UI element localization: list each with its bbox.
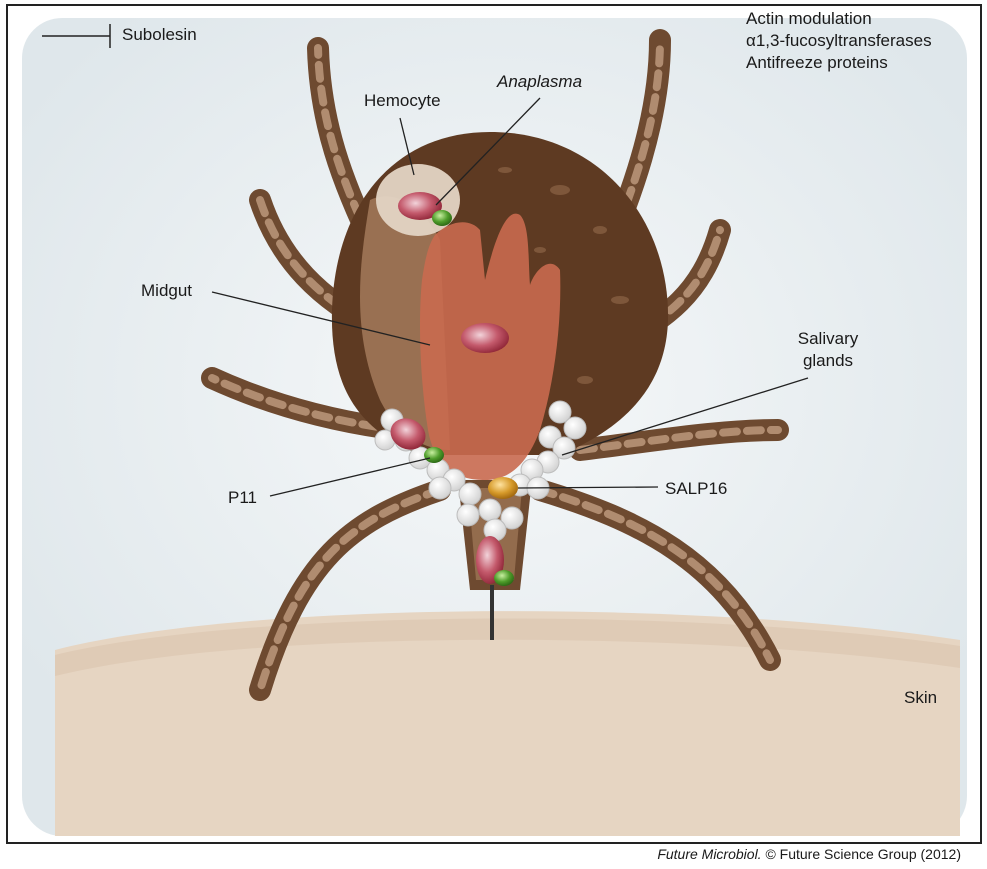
- credit-journal: Future Microbiol.: [657, 846, 761, 862]
- anaplasma-in-midgut: [461, 323, 509, 353]
- salp16-protein: [488, 477, 518, 499]
- p11-protein-hemocyte: [432, 210, 452, 226]
- figure-credit: Future Microbiol. © Future Science Group…: [657, 846, 961, 862]
- top-right-list: Actin modulation α1,3-fucosyltransferase…: [746, 8, 932, 74]
- p11-protein-mouthparts: [494, 570, 514, 586]
- credit-copyright: © Future Science Group (2012): [762, 846, 961, 862]
- salp16-label: SALP16: [665, 478, 727, 500]
- skin-label: Skin: [904, 687, 937, 709]
- legend-subolesin-label: Subolesin: [122, 24, 197, 46]
- list-item: Antifreeze proteins: [746, 52, 932, 74]
- list-item: Actin modulation: [746, 8, 932, 30]
- p11-protein-gland: [424, 447, 444, 463]
- list-item: α1,3-fucosyltransferases: [746, 30, 932, 52]
- salivary-glands-line2: glands: [780, 350, 876, 372]
- salivary-glands-line1: Salivary: [780, 328, 876, 350]
- midgut-label: Midgut: [141, 280, 192, 302]
- hemocyte-label: Hemocyte: [364, 90, 441, 112]
- anaplasma-label: Anaplasma: [497, 71, 582, 93]
- salivary-glands-label: Salivary glands: [780, 328, 876, 372]
- p11-label: P11: [228, 487, 257, 509]
